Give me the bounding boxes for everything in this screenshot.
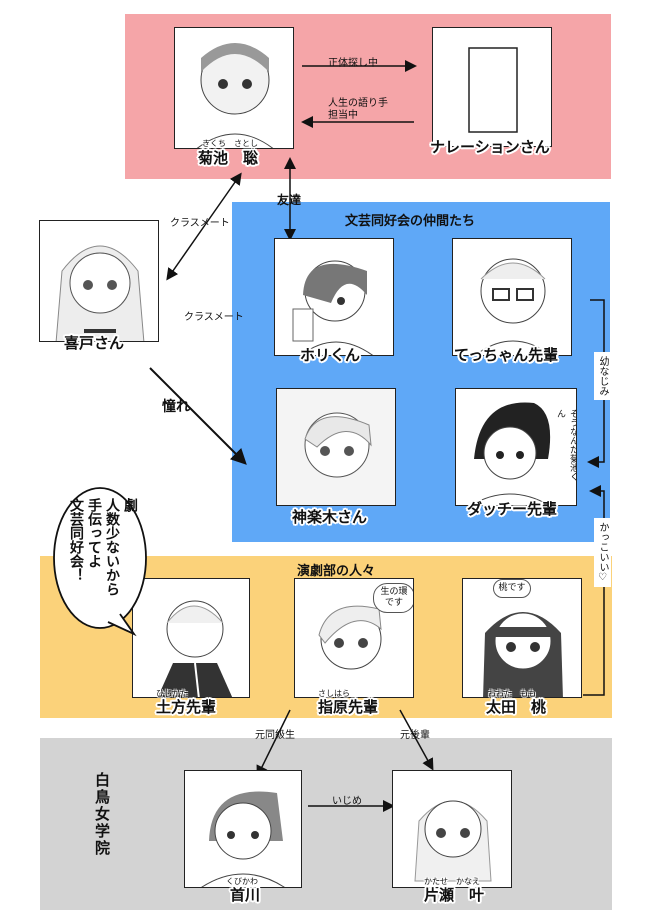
- name-dutchy: ダッチー先輩: [467, 500, 558, 518]
- ruby-oota: おおた もも: [488, 689, 536, 698]
- region-shiratori-school: [40, 738, 612, 910]
- ruby-katase: かたせ かなえ: [424, 877, 480, 886]
- portrait-kagurazaki: [276, 388, 396, 506]
- portrait-oota-art: [483, 612, 563, 697]
- speech-bubble-column: 劇: [122, 498, 138, 512]
- arrow-admire: [149, 367, 247, 465]
- portrait-kagurazaki-art: [277, 389, 395, 505]
- group-title-bungei: 文芸同好会の仲間たち: [345, 214, 476, 229]
- portrait-hori: [274, 238, 394, 356]
- portrait-oota: 桃です: [462, 578, 582, 698]
- portrait-kubikawa-art: [201, 791, 285, 887]
- portrait-kubikawa: [184, 770, 302, 888]
- portrait-sashihara-art: [318, 605, 382, 670]
- portrait-katase: [392, 770, 512, 888]
- portrait-dutchy: そうなんだ菊池くん: [455, 388, 577, 506]
- ruby-sashihara: さしはら: [318, 689, 350, 698]
- portrait-kikuchi-art: [196, 43, 274, 148]
- panel-text-dutchy: そうなんだ菊池くん: [555, 409, 577, 481]
- group-title-engeki: 演劇部の人々: [297, 564, 376, 579]
- label-bullying: いじめ: [332, 796, 362, 807]
- panel-text-sashihara: 生の環です: [373, 583, 413, 613]
- name-oota: 太田 桃: [486, 698, 547, 716]
- portrait-katase-art: [414, 800, 492, 882]
- portrait-kido: [39, 220, 159, 342]
- portrait-narration-art: [468, 47, 518, 133]
- label-former-junior: 元後輩: [400, 730, 430, 741]
- speech-bubble-text: 劇人数少ないから手伝ってよ文芸同好会！: [60, 498, 142, 618]
- portrait-kido-art: [55, 245, 145, 341]
- label-friend: 友達: [277, 193, 302, 207]
- ruby-hijikata: ひじかた: [156, 689, 188, 698]
- portrait-tetchan: [452, 238, 572, 356]
- arrow-former-classmate: [256, 709, 291, 778]
- arrow-cool: [583, 485, 605, 696]
- portrait-tetchan-art: [474, 258, 552, 355]
- name-kikuchi: 菊池 聡: [198, 149, 259, 167]
- portrait-dutchy-art: [470, 402, 551, 505]
- portrait-kikuchi: [174, 27, 294, 149]
- name-hori: ホリくん: [300, 346, 361, 364]
- name-tetchan: てっちゃん先輩: [454, 346, 559, 364]
- name-katase: 片瀬 叶: [424, 886, 485, 904]
- name-narration: ナレーションさん: [430, 138, 550, 156]
- label-classmate-1: クラスメート: [170, 218, 230, 229]
- ruby-kikuchi: きくち さとし: [202, 139, 258, 148]
- label-storyteller: 人生の語り手担当中: [328, 98, 388, 121]
- portrait-narration: [432, 27, 552, 147]
- speech-bubble-column: 手伝ってよ: [86, 498, 102, 568]
- label-cool: かっこいい♡: [594, 518, 611, 587]
- name-sashihara: 指原先輩: [318, 698, 379, 716]
- name-kubikawa: 首川: [230, 886, 261, 904]
- label-seeking: 正体探し中: [328, 58, 378, 69]
- label-classmate-2: クラスメート: [184, 312, 244, 323]
- speech-bubble-column: 文芸同好会！: [68, 498, 84, 582]
- speech-bubble-column: 人数少ないから: [104, 498, 120, 596]
- label-former-classmate: 元同級生: [255, 730, 295, 741]
- label-childhood: 幼なじみ: [594, 352, 611, 400]
- arrow-classmate-kido-kikuchi-b: [166, 224, 206, 281]
- arrow-classmate-kido-kikuchi-a: [204, 172, 242, 226]
- name-kagurazaki: 神楽木さん: [292, 508, 368, 526]
- ruby-kubikawa: くびかわ: [226, 877, 258, 886]
- portrait-hijikata-art: [157, 600, 233, 697]
- panel-text-oota: 桃です: [493, 579, 531, 598]
- speech-bubble-shape: [53, 487, 147, 637]
- label-admire: 憧れ: [162, 399, 190, 415]
- group-title-shiratori: 白鳥女学院: [93, 772, 111, 857]
- portrait-sashihara: 生の環です: [294, 578, 414, 698]
- arrow-former-junior: [399, 709, 434, 771]
- name-hijikata: 土方先輩: [156, 698, 217, 716]
- portrait-hori-art: [292, 260, 373, 355]
- portrait-hijikata: [132, 578, 250, 698]
- name-kido: 喜戸さん: [64, 334, 125, 352]
